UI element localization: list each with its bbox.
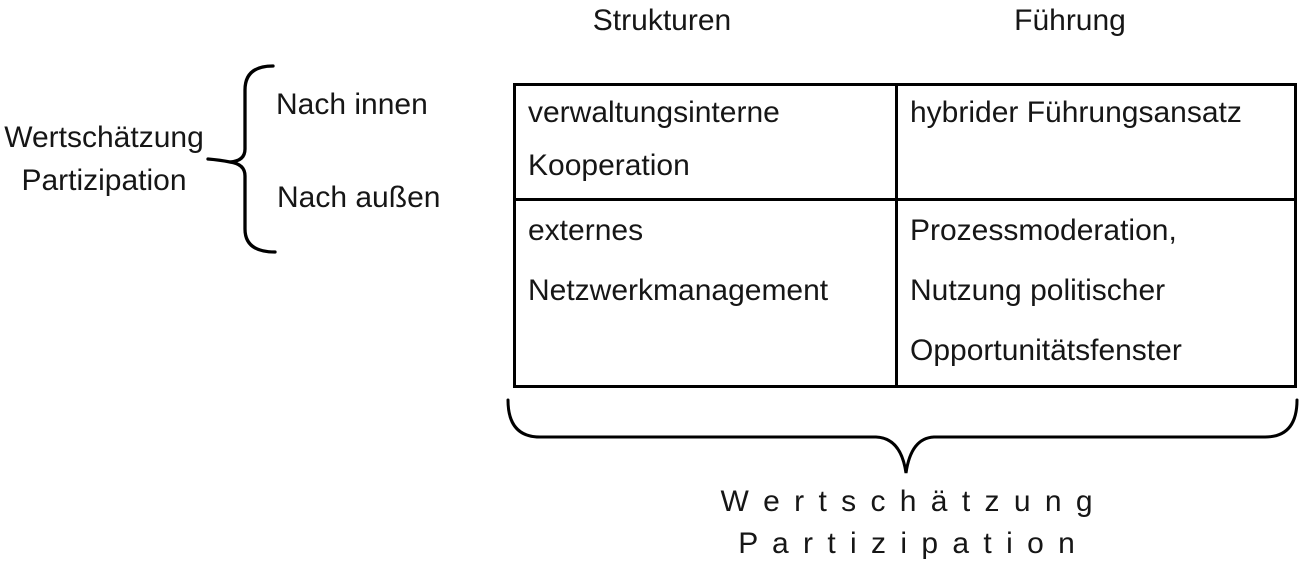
row-label-nach-aussen: Nach außen: [277, 181, 441, 214]
left-axis-title-line2: Partizipation: [21, 164, 187, 197]
matrix-cell-aussen-strukturen: externes Netzwerkmanagement: [516, 198, 895, 385]
cell-text-line: Netzwerkmanagement: [528, 274, 829, 307]
left-curly-brace-icon: [200, 58, 284, 260]
column-header-strukturen: Strukturen: [592, 4, 732, 37]
column-header-fuehrung: Führung: [1014, 4, 1126, 37]
cell-text-line: Prozessmoderation,: [910, 214, 1177, 247]
cell-text-line: externes: [528, 214, 644, 247]
matrix-cell-innen-strukturen: verwaltungsinterne Kooperation: [516, 86, 895, 198]
matrix-cell-aussen-fuehrung: Prozessmoderation, Nutzung politischer O…: [895, 198, 1294, 385]
matrix-table: verwaltungsinterne Kooperation hybrider …: [513, 83, 1297, 388]
cell-text-line: Kooperation: [528, 149, 690, 182]
row-label-nach-innen: Nach innen: [276, 88, 428, 121]
left-axis-title: Wertschätzung Partizipation: [0, 116, 208, 202]
cell-text-line: Opportunitätsfenster: [910, 334, 1182, 367]
bottom-axis-label-line1: W e r t s c h ä t z u n g: [720, 485, 1096, 518]
cell-text-line: Nutzung politischer: [910, 274, 1166, 307]
bottom-curly-brace-icon: [500, 392, 1304, 480]
cell-text-line: hybrider Führungsansatz: [910, 96, 1242, 129]
cell-text-line: verwaltungsinterne: [528, 96, 780, 129]
bottom-axis-label-line2: P a r t i z i p a t i o n: [738, 527, 1078, 560]
matrix-cell-innen-fuehrung: hybrider Führungsansatz: [895, 86, 1294, 198]
bottom-axis-label: W e r t s c h ä t z u n g P a r t i z i …: [720, 481, 1095, 565]
left-axis-title-line1: Wertschätzung: [4, 121, 204, 154]
